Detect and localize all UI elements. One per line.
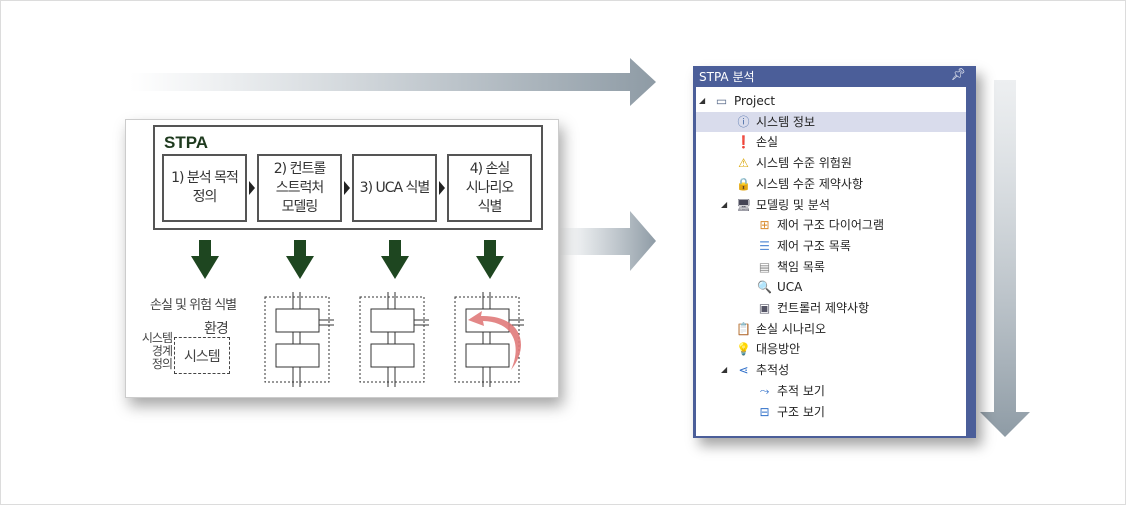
pin-icon[interactable]: 📌︎ <box>950 67 966 81</box>
down-arrow-icon <box>476 240 504 279</box>
feedback-curve-arrow <box>468 311 521 370</box>
error-icon: ❗ <box>736 135 751 150</box>
tree-item[interactable]: ▤ 책임 목록 <box>696 257 966 277</box>
control-structure-diagram <box>264 292 334 387</box>
structure-icon: ⊟ <box>759 404 770 419</box>
project-tree: ◢ ▭ Project ⓘ 시스템 정보 ❗ 손실 ⚠ 시스템 수준 위험원 🔒 시스템 수준 제약… <box>696 87 966 436</box>
tree-item[interactable]: 💡 대응방안 <box>696 339 966 359</box>
top-flow-arrow <box>130 58 656 106</box>
down-arrow-icon <box>381 240 409 279</box>
tree-item[interactable]: ⊞ 제어 구조 다이어그램 <box>696 215 966 235</box>
tree-item-label: 제어 구조 목록 <box>777 238 851 253</box>
tree-item[interactable]: ▣ 컨트롤러 제약사항 <box>696 298 966 318</box>
environment-label: 환경 <box>204 321 229 337</box>
step-2: 2) 컨트롤 스트럭처 모델링 <box>257 154 342 222</box>
lightbulb-icon: 💡 <box>736 342 751 357</box>
share-icon: ⋖ <box>738 363 749 378</box>
stpa-title: STPA <box>164 133 209 152</box>
step-arrow-icon <box>439 181 445 195</box>
tree-item-label: 시스템 수준 제약사항 <box>756 176 863 191</box>
tree-item[interactable]: ◢ ⋖ 추적성 <box>696 360 966 380</box>
controller-constraint-icon: ▣ <box>758 301 771 315</box>
lock-warning-icon: 🔒 <box>736 176 751 191</box>
tree-item[interactable]: 🔒 시스템 수준 제약사항 <box>696 174 966 194</box>
notepad-icon: ▤ <box>758 259 771 274</box>
tree-item-label: 책임 목록 <box>777 259 825 274</box>
down-arrow-icon <box>191 240 219 279</box>
list-icon: ☰ <box>759 238 770 253</box>
loss-hazard-label: 손실 및 위험 식별 <box>150 298 237 313</box>
hierarchy-icon: ⊞ <box>759 218 770 233</box>
expand-toggle-icon[interactable]: ◢ <box>721 199 728 209</box>
tree-item-label: 추적성 <box>756 363 790 378</box>
system-boundary-label: 시스템 경계 정의 <box>141 331 173 371</box>
tree-item[interactable]: ⤳ 추적 보기 <box>696 381 966 401</box>
tree-item-label: 대응방안 <box>756 342 801 357</box>
warning-icon: ⚠ <box>738 156 749 171</box>
stpa-diagram-card: STPA 1) 분석 목적 정의 2) 컨트롤 스트럭처 모델링 3) UCA … <box>125 119 559 398</box>
trace-icon: ⤳ <box>759 383 770 398</box>
tree-item-label: 제어 구조 다이어그램 <box>777 218 884 233</box>
step-3: 3) UCA 식별 <box>352 154 437 222</box>
tree-item-label: 모델링 및 분석 <box>756 197 830 212</box>
tree-item-label: 시스템 수준 위험원 <box>756 156 852 171</box>
down-arrow-icon <box>286 240 314 279</box>
tree-item[interactable]: 🔍 UCA <box>696 277 966 297</box>
clipboard-icon: 📋 <box>736 321 751 336</box>
stpa-analysis-panel: STPA 분석 📌︎ ◢ ▭ Project ⓘ 시스템 정보 ❗ 손실 ⚠ 시스템 수준 위험… <box>693 66 976 438</box>
tree-item[interactable]: ❗ 손실 <box>696 132 966 152</box>
step-1: 1) 분석 목적 정의 <box>162 154 247 222</box>
folder-icon: ▭ <box>715 94 728 108</box>
step-4: 4) 손실 시나리오 식별 <box>447 154 532 222</box>
tree-item-label: Project <box>734 94 776 108</box>
tree-item[interactable]: ⊟ 구조 보기 <box>696 402 966 422</box>
tree-item-label: 구조 보기 <box>777 404 825 419</box>
tree-item-label: UCA <box>777 280 803 295</box>
tree-item-label: 손실 <box>756 135 779 150</box>
tree-item[interactable]: 📋 손실 시나리오 <box>696 319 966 339</box>
tree-item-label: 컨트롤러 제약사항 <box>777 301 870 315</box>
panel-title: STPA 분석 <box>699 70 755 84</box>
info-icon: ⓘ <box>737 114 750 129</box>
tree-item[interactable]: ⚠ 시스템 수준 위험원 <box>696 153 966 173</box>
uca-search-icon: 🔍 <box>757 280 772 295</box>
tree-item-label: 시스템 정보 <box>756 114 816 129</box>
middle-flow-arrow <box>560 211 656 271</box>
step-arrow-icon <box>344 181 350 195</box>
control-structure-diagrams <box>264 291 525 388</box>
system-box: 시스템 <box>174 337 230 374</box>
step-arrow-icon <box>249 181 255 195</box>
tree-item[interactable]: ◢ 🖥 모델링 및 분석 <box>696 195 966 215</box>
tree-item-label: 추적 보기 <box>777 383 825 398</box>
stpa-process-box: STPA <box>153 125 543 230</box>
expand-toggle-icon[interactable]: ◢ <box>699 96 706 105</box>
system-label: 시스템 <box>184 349 221 365</box>
monitor-icon: 🖥 <box>736 197 752 212</box>
tree-item[interactable]: ⓘ 시스템 정보 <box>696 111 966 132</box>
tree-item-label: 손실 시나리오 <box>756 321 827 336</box>
expand-toggle-icon[interactable]: ◢ <box>721 365 728 375</box>
tree-item[interactable]: ☰ 제어 구조 목록 <box>696 236 966 256</box>
right-down-arrow <box>980 80 1030 437</box>
tree-item[interactable]: ◢ ▭ Project <box>696 91 966 111</box>
